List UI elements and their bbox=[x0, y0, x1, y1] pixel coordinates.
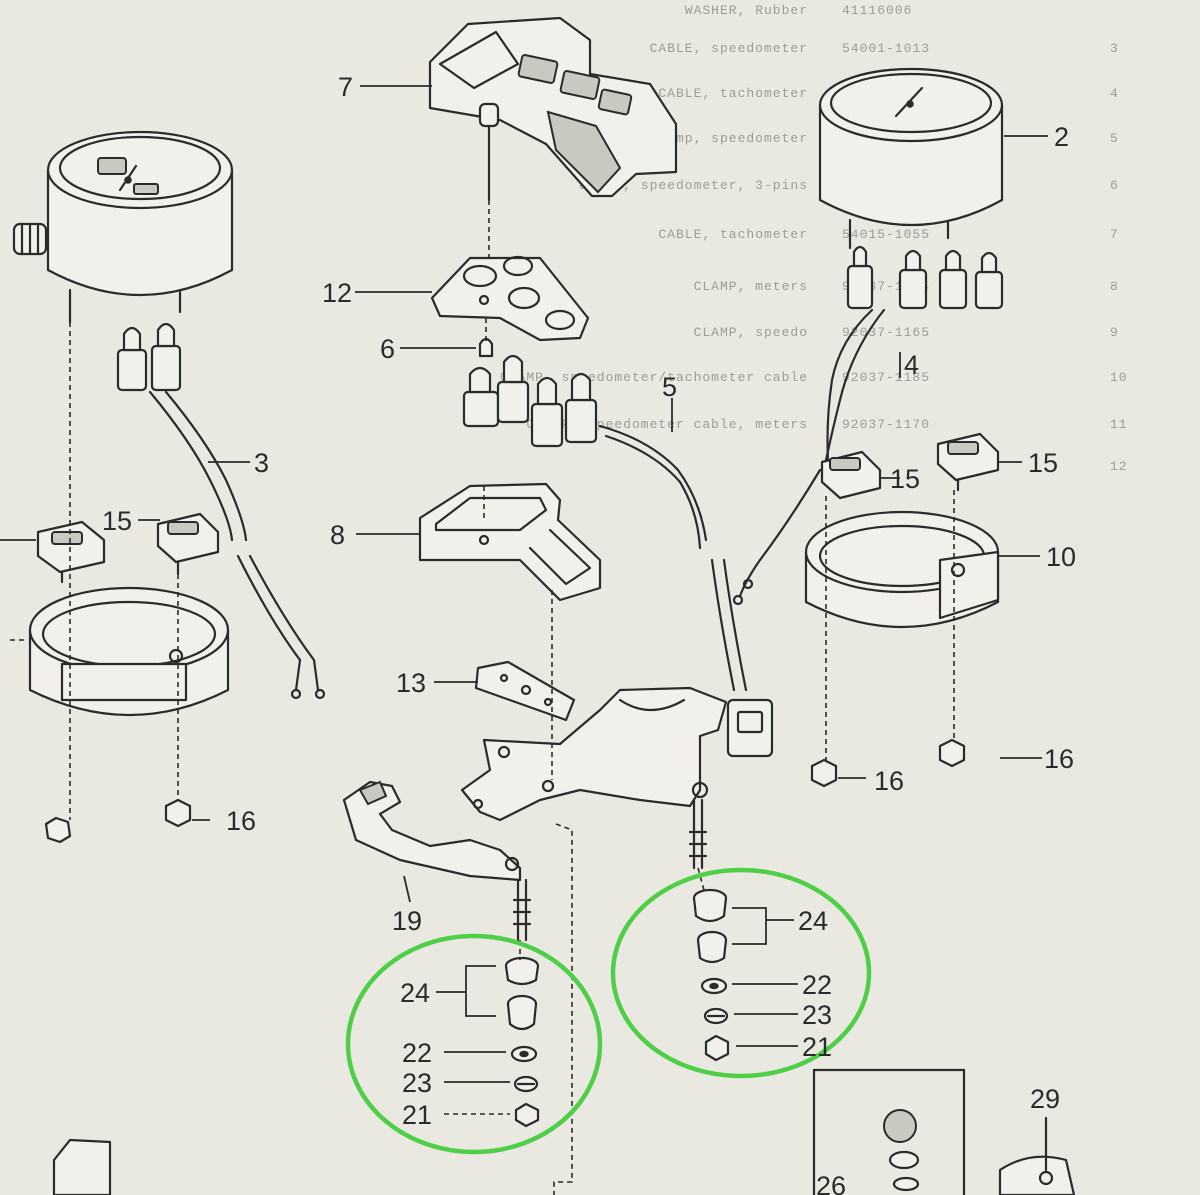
table-row-number: 9 bbox=[1110, 325, 1119, 340]
table-desc: CABLE, tachometer bbox=[658, 227, 808, 242]
callout-7: 7 bbox=[338, 72, 353, 102]
centre-bulb-harness bbox=[462, 337, 774, 758]
callout-15: 15 bbox=[102, 506, 132, 536]
left-clamps bbox=[36, 512, 220, 584]
callout-19: 19 bbox=[392, 906, 422, 936]
table-desc: CLAMP, speedo bbox=[694, 325, 808, 340]
main-stay bbox=[342, 686, 728, 942]
callout-21: 21 bbox=[802, 1032, 832, 1062]
callout-8: 8 bbox=[330, 520, 345, 550]
table-part-number: 54015-1055 bbox=[842, 227, 930, 242]
left-gauge bbox=[12, 130, 234, 324]
table-row-number: 3 bbox=[1110, 41, 1119, 56]
indicator-base bbox=[418, 482, 602, 602]
callout-4: 4 bbox=[904, 350, 919, 380]
callout-12: 12 bbox=[322, 278, 352, 308]
callout-3: 3 bbox=[254, 448, 269, 478]
right-gauge bbox=[818, 67, 1004, 250]
table-desc: CABLE, tachometer bbox=[658, 86, 808, 101]
callout-23: 23 bbox=[402, 1068, 432, 1098]
callout-29: 29 bbox=[1030, 1084, 1060, 1114]
table-desc: CABLE, speedometer, 3-pins bbox=[579, 178, 808, 193]
callout-21: 21 bbox=[402, 1100, 432, 1130]
table-desc: WASHER, Rubber bbox=[685, 3, 808, 18]
table-desc: CLAMP, meters bbox=[694, 279, 808, 294]
callout-6: 6 bbox=[380, 334, 395, 364]
left-bulb-harness bbox=[116, 322, 326, 700]
table-row-number: 12 bbox=[1110, 459, 1128, 474]
callout-13: 13 bbox=[396, 668, 426, 698]
callout-15: 15 bbox=[890, 464, 920, 494]
mount-stack-left bbox=[504, 956, 540, 1128]
table-row-number: 5 bbox=[1110, 131, 1119, 146]
left-bracket bbox=[28, 586, 230, 716]
table-row-number: 4 bbox=[1110, 86, 1119, 101]
callout-2: 2 bbox=[1054, 122, 1069, 152]
callout-24: 24 bbox=[400, 978, 430, 1008]
bottom-parts bbox=[52, 823, 1076, 1195]
table-part-number: 41116006 bbox=[842, 3, 912, 18]
table-row-number: 10 bbox=[1110, 370, 1128, 385]
callout-22: 22 bbox=[402, 1038, 432, 1068]
right-clamps bbox=[820, 432, 1000, 500]
table-desc: CABLE, speedometer bbox=[650, 41, 808, 56]
callout-16: 16 bbox=[1044, 744, 1074, 774]
callout-10: 10 bbox=[1046, 542, 1076, 572]
socket-plate bbox=[430, 255, 590, 342]
table-row-number: 8 bbox=[1110, 279, 1119, 294]
callout-24: 24 bbox=[798, 906, 828, 936]
leader-lines bbox=[0, 85, 1048, 1115]
right-bracket bbox=[804, 510, 1000, 628]
callout-26: 26 bbox=[816, 1171, 846, 1195]
callout-23: 23 bbox=[802, 1000, 832, 1030]
callout-labels: 7 2 12 6 4 5 3 15 15 15 8 10 13 16 16 16… bbox=[102, 72, 1076, 1195]
mount-plate bbox=[474, 660, 576, 722]
indicator-housing bbox=[428, 16, 678, 202]
callout-22: 22 bbox=[802, 970, 832, 1000]
right-bulb-harness bbox=[732, 245, 1004, 606]
table-row-number: 6 bbox=[1110, 178, 1119, 193]
highlight-ring-right bbox=[610, 867, 872, 1079]
callout-16: 16 bbox=[874, 766, 904, 796]
mount-stack-right bbox=[692, 888, 730, 1062]
table-part-number: 92037-1185 bbox=[842, 370, 930, 385]
callout-15: 15 bbox=[1028, 448, 1058, 478]
table-part-number: 92037-1170 bbox=[842, 417, 930, 432]
callout-5: 5 bbox=[662, 372, 677, 402]
table-row-number: 7 bbox=[1110, 227, 1119, 242]
callout-16: 16 bbox=[226, 806, 256, 836]
table-part-number: 92037-1165 bbox=[842, 325, 930, 340]
table-row-number: 11 bbox=[1110, 417, 1128, 432]
table-part-number: 54001-1013 bbox=[842, 41, 930, 56]
highlight-ring-left bbox=[345, 933, 603, 1155]
